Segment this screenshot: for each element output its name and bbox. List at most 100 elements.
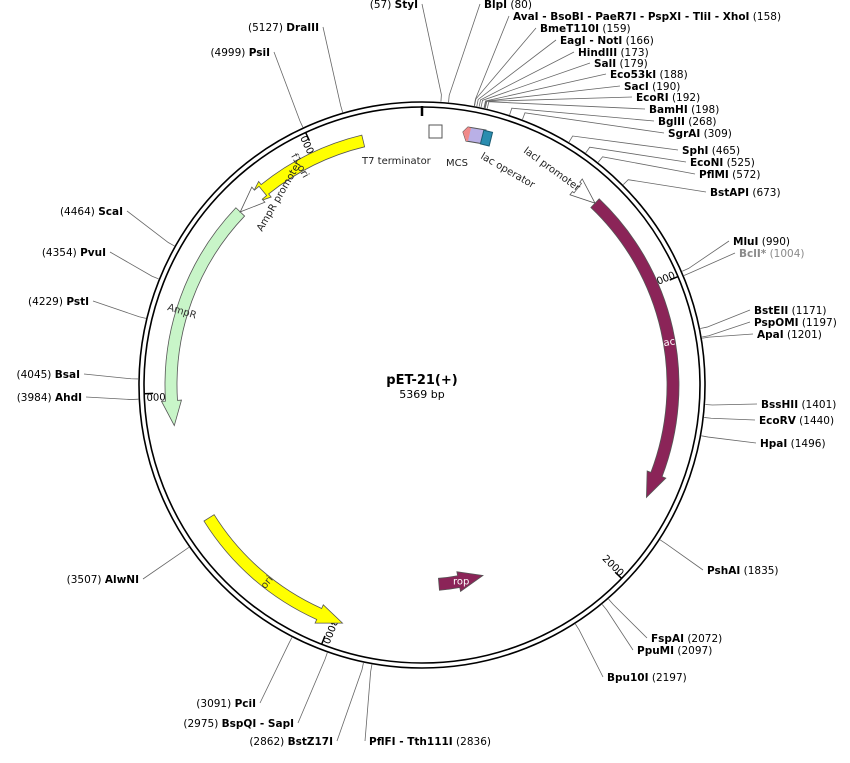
site-label-saci[interactable]: SacI (190) [624,81,680,93]
leader-line-pcii [259,637,293,704]
feature-arrow-ampr-promoter[interactable] [239,185,268,213]
site-label-psii[interactable]: (4999) PsiI [210,47,270,59]
mcs-label: MCS [446,158,468,169]
site-label-bsai[interactable]: (4045) BsaI [16,369,80,381]
site-label-scai[interactable]: (4464) ScaI [60,206,123,218]
feature-laci[interactable]: lacI [590,198,680,499]
leader-line-psti [92,300,147,319]
restriction-site-labels: (57) StyI BlpI (80)AvaI - BsoBI - PaeR7I … [16,0,836,748]
feature-rop[interactable]: rop [438,571,484,593]
site-label-bsteii[interactable]: BstEII (1171) [754,305,827,317]
site-label-bpu10i[interactable]: Bpu10I (2197) [607,672,687,684]
site-label-styi[interactable]: (57) StyI [370,0,418,11]
mcs-box[interactable] [462,126,487,145]
leader-line-pspomi [701,321,751,338]
site-label-apai[interactable]: ApaI (1201) [757,329,822,341]
feature-ampr-promoter[interactable] [239,185,268,213]
site-leader-lines [83,3,758,742]
site-label-pflfi-tth111i[interactable]: PflFI - Tth111I (2836) [369,736,491,748]
tick-mark-1000 [669,275,679,281]
leader-line-bcli- [683,252,736,276]
tick-mark-2000 [614,571,623,580]
site-label-ppumi[interactable]: PpuMI (2097) [637,645,712,657]
leader-line-eco53ki [483,73,607,108]
feature-label-rop: rop [453,577,469,588]
site-label-alwni[interactable]: (3507) AlwNI [67,574,139,586]
feature-arrow-laci[interactable] [590,198,680,499]
leader-line-ppumi [601,604,634,651]
site-label-eagi-noti[interactable]: EagI - NotI (166) [560,35,654,47]
leader-line-sali [480,62,591,108]
t7-terminator-label: T7 terminator [361,156,432,167]
site-label-sali[interactable]: SalI (179) [594,58,648,70]
leader-line-pvui [109,251,159,280]
leader-line-hindiii [478,51,575,107]
feature-ampr[interactable]: AmpR [160,207,246,427]
feature-arrow-ampr[interactable] [160,207,246,427]
site-label-ecori[interactable]: EcoRI (192) [636,92,700,104]
site-label-sphi[interactable]: SphI (465) [682,145,740,157]
tick-mark-3000 [320,635,326,645]
site-label-pshai[interactable]: PshAI (1835) [707,565,779,577]
leader-line-apai [702,333,754,339]
site-label-avai-bsobi-paer7i-pspxi-tlii-xhoi[interactable]: AvaI - BsoBI - PaeR7I - PspXI - TliI - X… [513,11,781,23]
site-label-blpi[interactable]: BlpI (80) [484,0,532,11]
feature-arrow-laci-promoter[interactable] [569,178,596,204]
site-label-bmet110i[interactable]: BmeT110I (159) [540,23,631,35]
feature-ori[interactable]: ori [203,514,344,624]
tick-label-2000: 2000 [600,553,626,579]
site-label-pvui[interactable]: (4354) PvuI [42,247,106,259]
leader-line-bmet110i [474,27,537,106]
leader-line-bstapi [622,179,707,193]
site-label-bglii[interactable]: BglII (268) [658,116,717,128]
leader-line-bsai [83,373,139,380]
leader-line-ahdi [85,396,139,400]
site-label-hindiii[interactable]: HindIII (173) [578,47,649,59]
site-label-hpai[interactable]: HpaI (1496) [760,438,826,450]
site-label-bamhi[interactable]: BamHI (198) [649,104,719,116]
site-label-mlui[interactable]: MluI (990) [733,236,790,248]
leader-line-bamhi [486,101,646,110]
site-label-fspai[interactable]: FspAI (2072) [651,633,722,645]
plasmid-name: pET-21(+) [386,373,457,388]
site-label-ecorv[interactable]: EcoRV (1440) [759,415,834,427]
leader-line-alwni [142,546,190,580]
site-label-sgrai[interactable]: SgrAI (309) [668,128,732,140]
site-label-bstz17i[interactable]: (2862) BstZ17I [249,736,333,748]
leader-line-bstz17i [336,662,364,742]
lac-operator-box[interactable] [479,129,494,147]
leader-line-eagi-noti [476,39,557,107]
leader-line-psii [273,51,304,128]
site-label-econi[interactable]: EcoNI (525) [690,157,755,169]
leader-line-blpi [448,3,481,103]
site-label-ahdi[interactable]: (3984) AhdI [17,392,82,404]
site-label-bstapi[interactable]: BstAPI (673) [710,187,781,199]
site-label-bcli-[interactable]: BclI* (1004) [739,248,805,260]
site-label-bspqi-sapi[interactable]: (2975) BspQI - SapI [183,718,294,730]
site-label-draiii[interactable]: (5127) DraIII [248,22,319,34]
leader-line-econi [585,146,687,163]
leader-line-hpai [701,435,757,444]
leader-line-scai [126,210,175,247]
feature-arrow-rop[interactable] [438,571,484,593]
tick-label-4000: 4000 [146,390,172,402]
leader-line-bsshii [705,403,758,406]
backbone [138,101,706,669]
site-label-pspomi[interactable]: PspOMI (1197) [754,317,837,329]
site-label-bsshii[interactable]: BssHII (1401) [761,399,836,411]
leader-line-bpu10i [575,623,604,678]
site-label-eco53ki[interactable]: Eco53kI (188) [610,69,688,81]
site-label-psti[interactable]: (4229) PstI [28,296,89,308]
site-label-pflmi[interactable]: PflMI (572) [699,169,760,181]
feature-laci-promoter[interactable] [569,178,596,204]
plasmid-title: pET-21(+) 5369 bp [386,373,457,401]
leader-line-avai-bsobi-paer7i-pspxi-tlii-xhoi [473,15,510,106]
site-label-pcii[interactable]: (3091) PciI [196,698,256,710]
leader-line-bspqi-sapi [297,652,328,724]
t7-terminator-box[interactable] [428,124,443,139]
leader-line-ecori [484,96,633,109]
plasmid-size: 5369 bp [399,388,444,401]
leader-line-bsteii [700,309,751,329]
leader-line-fspai [608,598,648,639]
feature-arrow-ori[interactable] [203,514,344,624]
